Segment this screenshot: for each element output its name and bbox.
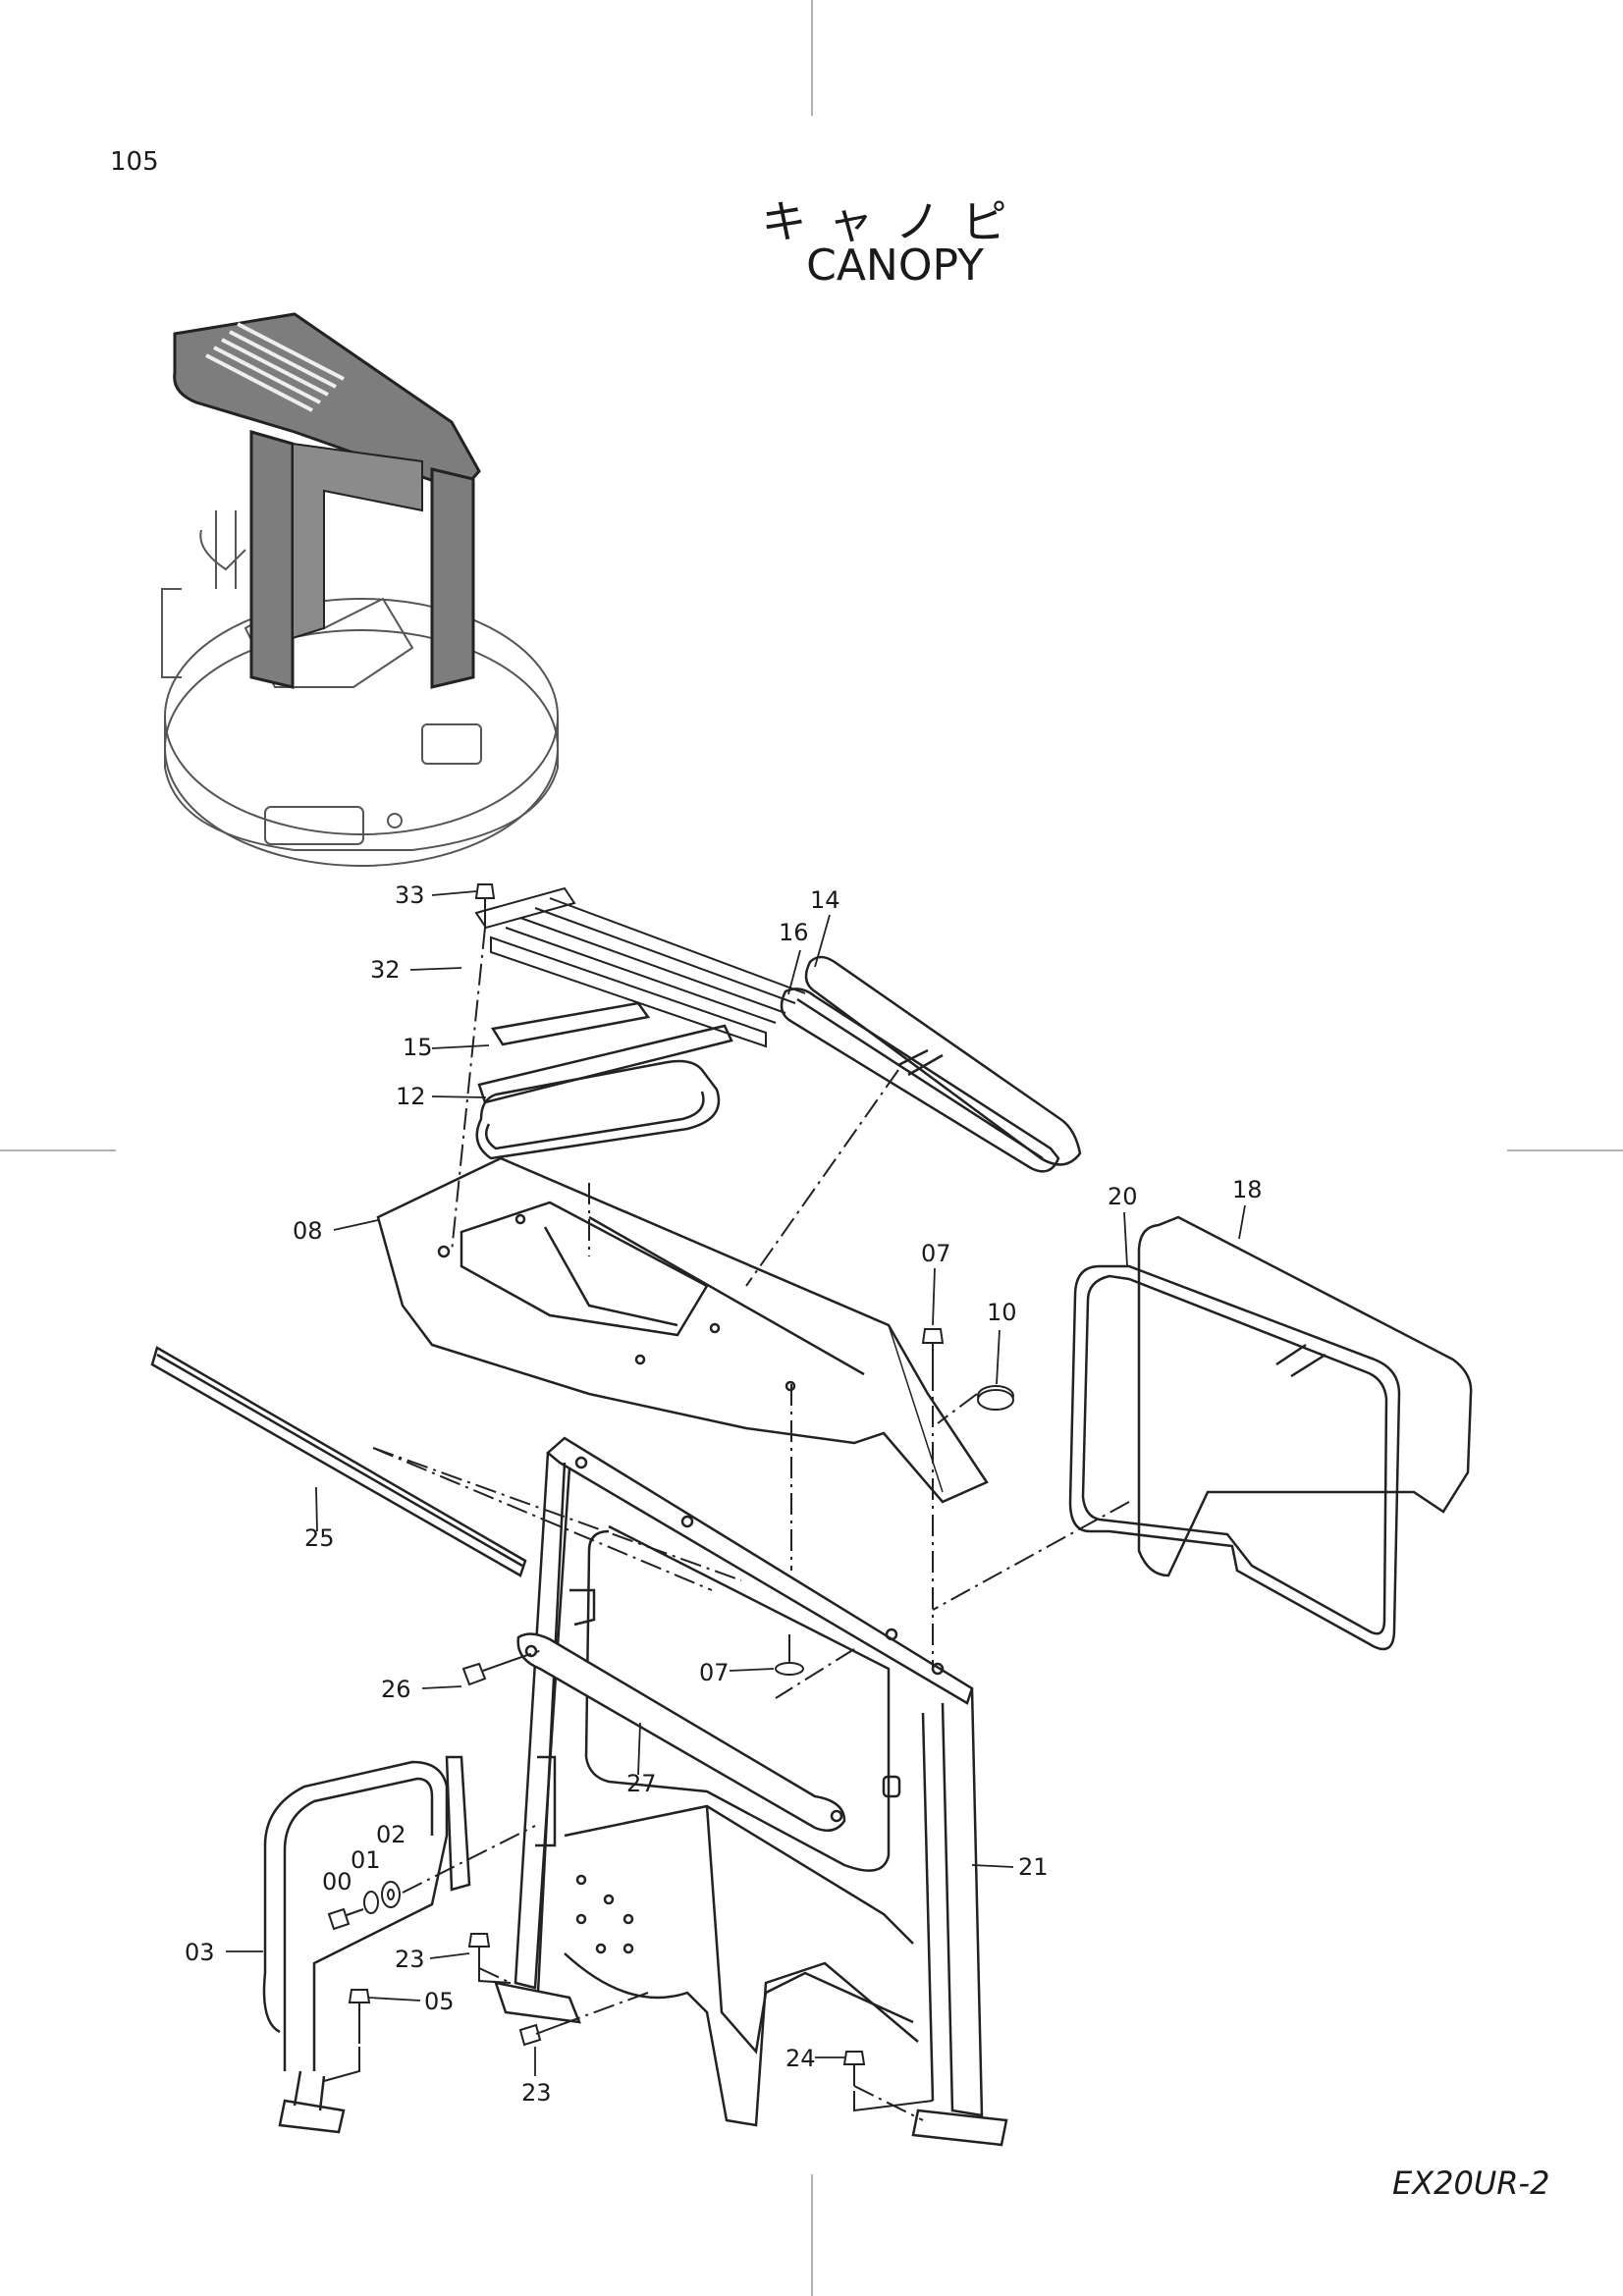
part-label: 23 [521, 2079, 552, 2107]
part-label: 16 [779, 919, 809, 946]
part-label: 20 [1108, 1183, 1138, 1210]
part-callouts: 33 32 15 12 14 16 08 07 10 20 18 25 07 2… [185, 881, 1263, 2107]
part-label: 24 [785, 2045, 816, 2072]
part-label: 27 [626, 1770, 657, 1797]
fasteners [327, 883, 1014, 2086]
bolt-24 [842, 2051, 866, 2086]
part-label: 33 [395, 881, 425, 909]
bolt-23-upper [467, 1933, 491, 1968]
part-label: 07 [699, 1659, 730, 1686]
part-label: 10 [987, 1299, 1017, 1326]
part-label: 32 [370, 956, 401, 984]
leader-lines [226, 890, 1246, 2076]
handrail [262, 1755, 471, 2134]
part-label: 01 [351, 1846, 381, 1874]
bolt-07-top [921, 1328, 945, 1369]
roof-panel [376, 1156, 989, 1504]
side-window-glass [780, 955, 1082, 1173]
alignment-lines [358, 927, 1130, 2121]
grommet-10 [977, 1385, 1014, 1411]
washer-02 [381, 1881, 401, 1908]
part-label: 02 [376, 1821, 406, 1848]
part-label: 14 [810, 886, 840, 914]
roof-hatch-assembly [474, 886, 806, 1160]
model-code: EX20UR-2 [1392, 2164, 1550, 2202]
part-label: 21 [1018, 1853, 1049, 1881]
machine-overview-illustration [161, 312, 559, 867]
page-number: 105 [110, 147, 159, 177]
part-label: 00 [322, 1868, 352, 1896]
part-label: 26 [381, 1676, 411, 1703]
bolt-33 [474, 883, 496, 928]
part-label: 07 [921, 1240, 951, 1267]
part-label: 08 [293, 1217, 323, 1245]
bracket-lines [323, 1968, 934, 2112]
part-label: 18 [1232, 1176, 1263, 1203]
part-label: 15 [403, 1034, 433, 1061]
part-label: 25 [304, 1524, 335, 1552]
part-label: 05 [424, 1988, 455, 2015]
part-label: 12 [396, 1083, 426, 1110]
washer-01 [363, 1891, 379, 1914]
part-label: 03 [185, 1939, 215, 1966]
part-label: 23 [395, 1946, 425, 1973]
rear-window-glass [1068, 1215, 1473, 1651]
page-title-japanese: キャノピ [761, 195, 1029, 248]
canopy-frame [494, 1436, 1008, 2147]
page-title: CANOPY [806, 240, 984, 291]
stay-bar [516, 1632, 846, 1833]
bolt-00 [327, 1907, 364, 1931]
bolt-26 [461, 1660, 512, 1686]
bolt-07-bottom [775, 1634, 804, 1676]
bolt-23-lower [518, 2023, 561, 2047]
seal-strip [150, 1346, 527, 1577]
bolt-05 [348, 1989, 371, 2022]
